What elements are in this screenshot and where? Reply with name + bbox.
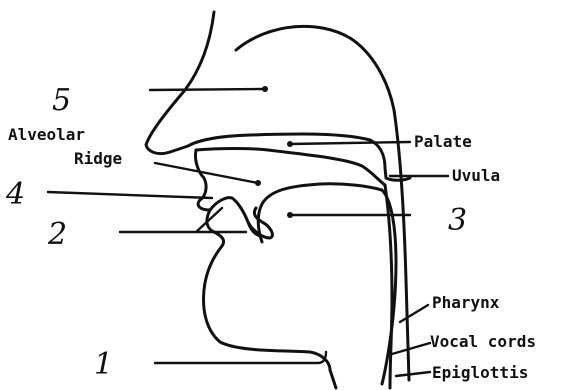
leader-5	[150, 89, 265, 90]
number-4: 4	[5, 177, 25, 212]
label-alveolar: Alveolar	[8, 125, 85, 144]
nasal-cavity-outline	[188, 134, 410, 180]
leader-4	[48, 192, 212, 198]
number-5: 5	[52, 83, 71, 118]
label-epiglottis: Epiglottis	[432, 363, 528, 382]
leader-alveolar	[155, 163, 258, 183]
leader-5-dot	[262, 86, 268, 92]
number-2: 2	[47, 217, 67, 252]
jaw-outline	[204, 210, 330, 370]
leader-vocal-cords	[392, 343, 430, 354]
number-1: 1	[94, 347, 113, 382]
nose-profile	[146, 12, 214, 154]
label-pharynx: Pharynx	[432, 293, 500, 312]
leader-lines	[48, 86, 448, 376]
text-labels: Alveolar Ridge Palate Uvula Pharynx Voca…	[8, 125, 536, 382]
leader-epiglottis	[396, 372, 430, 376]
number-3: 3	[448, 203, 467, 238]
neck-front	[330, 370, 336, 388]
leader-1	[155, 352, 326, 363]
leader-2	[120, 208, 246, 232]
leader-alveolar-dot	[255, 180, 261, 186]
vocal-tract-outline	[146, 12, 410, 388]
label-ridge: Ridge	[74, 149, 122, 168]
leader-palate-dot	[287, 141, 293, 147]
leader-3-dot	[287, 212, 293, 218]
label-palate: Palate	[414, 132, 472, 151]
upper-lip	[195, 150, 210, 210]
label-uvula: Uvula	[452, 166, 500, 185]
leader-palate	[290, 142, 410, 144]
palate-line	[196, 149, 385, 186]
label-vocal-cords: Vocal cords	[430, 332, 536, 351]
leader-pharynx	[400, 305, 428, 322]
